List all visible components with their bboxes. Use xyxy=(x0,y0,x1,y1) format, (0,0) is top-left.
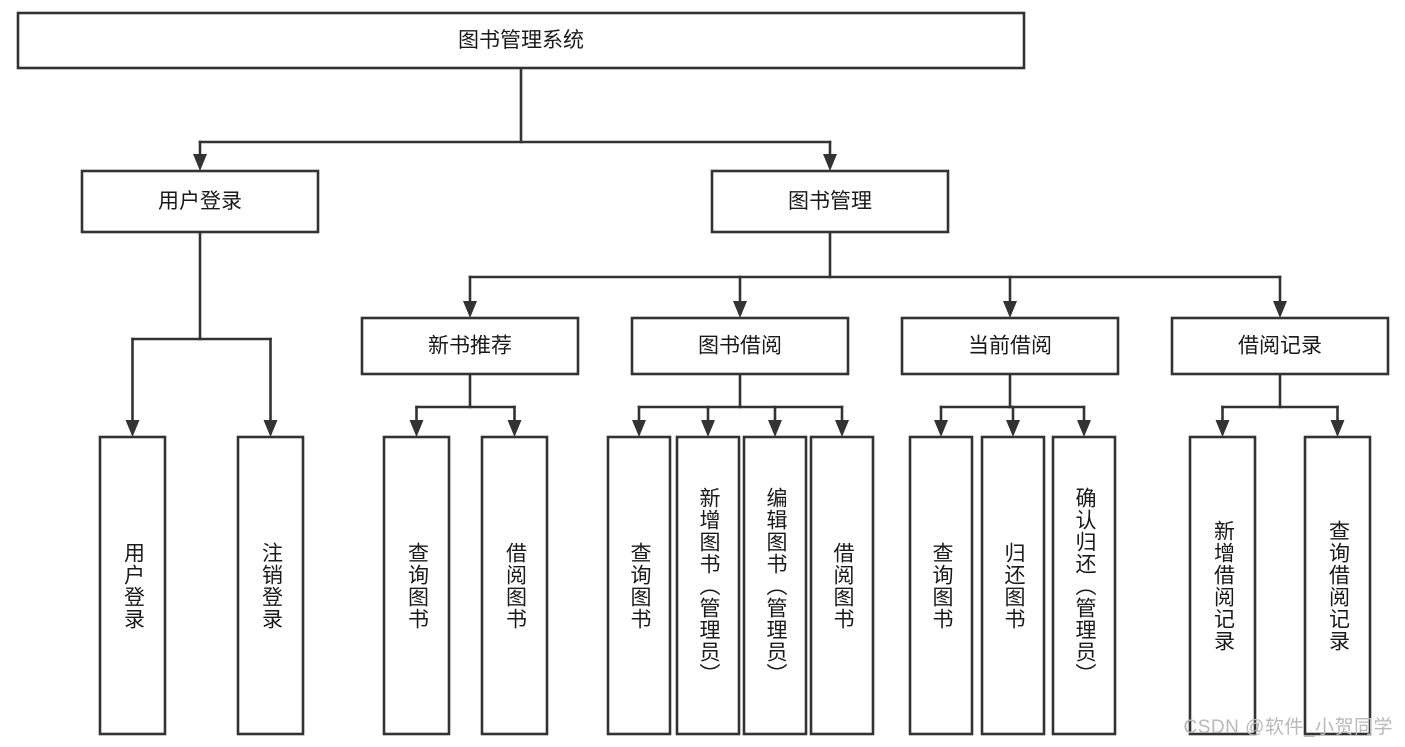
node-leaf-borrow-book-2[interactable] xyxy=(809,435,875,736)
node-root-box[interactable] xyxy=(16,11,1026,70)
arrow-head-leaf-query-book-3 xyxy=(934,420,948,437)
node-root[interactable]: 图书管理系统 xyxy=(16,11,1026,70)
node-leaf-edit-book[interactable] xyxy=(742,435,808,736)
node-current-borrow[interactable]: 当前借阅 xyxy=(900,316,1120,376)
node-book-manage-label: 图书管理 xyxy=(788,190,872,213)
node-leaf-edit-book-box[interactable] xyxy=(742,435,808,736)
node-book-manage[interactable]: 图书管理 xyxy=(710,169,950,234)
node-new-book-rec[interactable]: 新书推荐 xyxy=(360,316,580,376)
arrow-head-borrow-record xyxy=(1273,301,1287,318)
node-leaf-user-login[interactable] xyxy=(98,435,167,736)
node-borrow-record-label: 借阅记录 xyxy=(1238,335,1322,358)
node-leaf-borrow-book-1-box[interactable] xyxy=(480,435,549,736)
arrow-head-current-borrow xyxy=(1003,301,1017,318)
node-user-login-box[interactable] xyxy=(80,169,320,234)
node-root-label: 图书管理系统 xyxy=(458,29,584,52)
node-leaf-add-book[interactable] xyxy=(675,435,741,736)
node-book-borrow-box[interactable] xyxy=(630,316,850,376)
node-leaf-query-record[interactable] xyxy=(1303,435,1372,736)
connector-layer xyxy=(125,66,1345,437)
edge-group-book-manage xyxy=(463,230,1287,318)
edge-group-current-borrow xyxy=(934,372,1091,437)
node-user-login[interactable]: 用户登录 xyxy=(80,169,320,234)
node-leaf-query-book-3[interactable] xyxy=(908,435,974,736)
node-leaf-return-book-box[interactable] xyxy=(980,435,1046,736)
arrow-head-leaf-borrow-book-1 xyxy=(507,420,522,437)
node-leaf-add-record[interactable] xyxy=(1188,435,1257,736)
node-leaf-user-login-box[interactable] xyxy=(98,435,167,736)
arrow-head-user-login xyxy=(193,154,207,171)
arrow-head-leaf-confirm-return xyxy=(1077,420,1091,437)
node-leaf-add-record-box[interactable] xyxy=(1188,435,1257,736)
node-leaf-query-record-box[interactable] xyxy=(1303,435,1372,736)
node-leaf-return-book[interactable] xyxy=(980,435,1046,736)
node-leaf-user-logout[interactable] xyxy=(236,435,305,736)
arrow-head-leaf-query-book-2 xyxy=(632,420,646,437)
node-leaf-query-book-1-box[interactable] xyxy=(382,435,451,736)
arrow-head-leaf-user-login xyxy=(125,420,140,437)
node-leaf-user-logout-box[interactable] xyxy=(236,435,305,736)
node-current-borrow-box[interactable] xyxy=(900,316,1120,376)
node-book-manage-box[interactable] xyxy=(710,169,950,234)
node-leaf-query-book-2-box[interactable] xyxy=(606,435,672,736)
node-borrow-record-box[interactable] xyxy=(1170,316,1390,376)
node-leaf-query-book-1[interactable] xyxy=(382,435,451,736)
edge-group-root xyxy=(193,66,837,171)
node-borrow-record[interactable]: 借阅记录 xyxy=(1170,316,1390,376)
node-leaf-borrow-book-2-box[interactable] xyxy=(809,435,875,736)
node-book-borrow-label: 图书借阅 xyxy=(698,335,782,358)
arrow-head-leaf-borrow-book-2 xyxy=(835,420,849,437)
arrow-head-leaf-add-record xyxy=(1215,420,1230,437)
arrow-head-leaf-query-record xyxy=(1330,420,1345,437)
node-new-book-rec-label: 新书推荐 xyxy=(428,335,512,358)
node-leaf-borrow-book-1[interactable] xyxy=(480,435,549,736)
arrow-head-new-book-rec xyxy=(463,301,477,318)
edge-group-book-borrow xyxy=(632,372,849,437)
arrow-head-book-borrow xyxy=(733,301,747,318)
watermark: CSDN @软件_小贺同学 xyxy=(1183,717,1393,738)
node-leaf-query-book-2[interactable] xyxy=(606,435,672,736)
edge-group-new-book-rec xyxy=(409,372,522,437)
node-book-borrow[interactable]: 图书借阅 xyxy=(630,316,850,376)
node-new-book-rec-box[interactable] xyxy=(360,316,580,376)
arrow-head-book-manage xyxy=(823,154,837,171)
arrow-head-leaf-edit-book xyxy=(768,420,782,437)
edge-group-borrow-record xyxy=(1215,372,1345,437)
node-current-borrow-label: 当前借阅 xyxy=(968,335,1052,358)
node-leaf-query-book-3-box[interactable] xyxy=(908,435,974,736)
node-leaf-add-book-box[interactable] xyxy=(675,435,741,736)
node-leaf-confirm-return[interactable] xyxy=(1051,435,1117,736)
arrow-head-leaf-return-book xyxy=(1006,420,1020,437)
arrow-head-leaf-query-book-1 xyxy=(409,420,424,437)
node-leaf-confirm-return-box[interactable] xyxy=(1051,435,1117,736)
node-user-login-label: 用户登录 xyxy=(158,190,242,213)
edge-group-user-login xyxy=(125,230,278,437)
arrow-head-leaf-add-book xyxy=(701,420,715,437)
arrow-head-leaf-user-logout xyxy=(263,420,278,437)
